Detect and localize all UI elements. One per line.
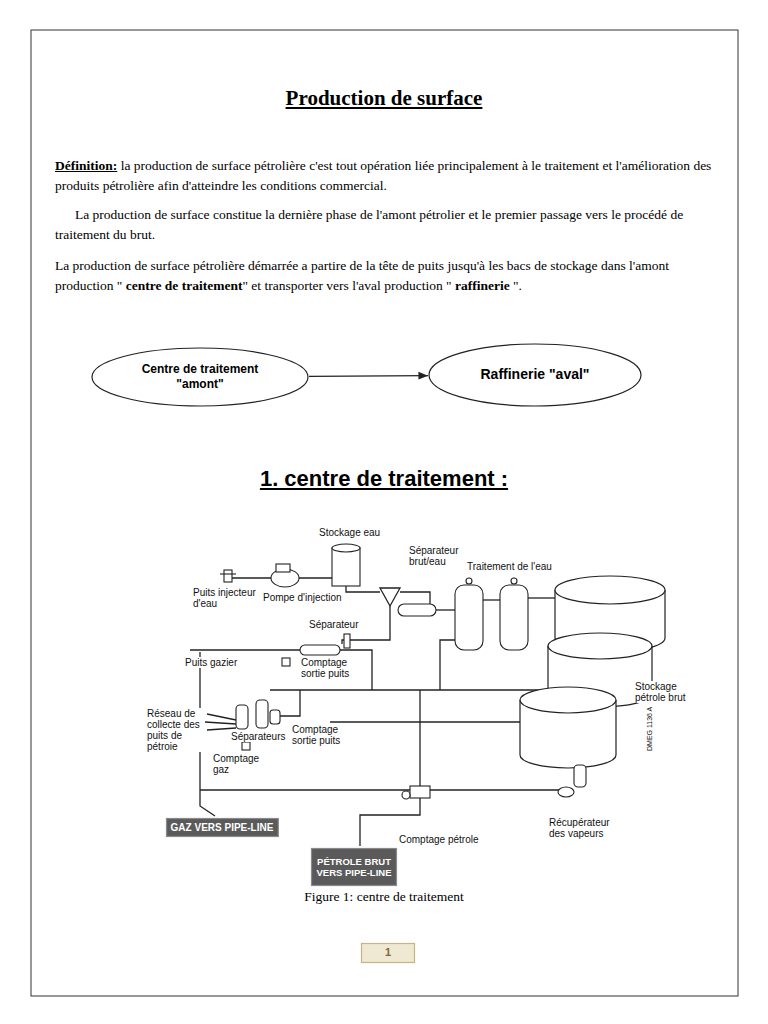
section-heading: 1. centre de traitement : bbox=[0, 466, 768, 492]
body-text: ". bbox=[510, 278, 522, 293]
polyline-shape bbox=[207, 728, 236, 730]
ellipse-shape bbox=[558, 787, 574, 797]
rect-shape bbox=[410, 786, 430, 798]
polyline-shape bbox=[207, 714, 236, 720]
rect-shape bbox=[312, 849, 397, 886]
rect-shape bbox=[270, 710, 280, 724]
ellipse-shape bbox=[429, 344, 641, 406]
circle-shape bbox=[402, 791, 410, 799]
rect-shape bbox=[455, 585, 483, 650]
polyline-shape bbox=[190, 649, 300, 650]
polyline-shape bbox=[200, 789, 560, 790]
storage-tanks bbox=[520, 576, 665, 768]
polyline-shape bbox=[419, 690, 420, 790]
polyline-shape bbox=[299, 577, 332, 578]
node-label: 1 bbox=[385, 946, 391, 959]
line-shape bbox=[220, 573, 236, 574]
rect-shape bbox=[500, 585, 528, 650]
figure-label: Séparateur brut/eau bbox=[408, 545, 470, 567]
polyline-shape bbox=[205, 722, 236, 724]
metering-units bbox=[402, 765, 586, 799]
bold-term: raffinerie bbox=[455, 278, 510, 293]
body-text: " et transporter vers l'aval production … bbox=[242, 278, 455, 293]
figure-label: Puits injecteur d'eau bbox=[192, 587, 258, 609]
figure-label: Stockage pétrole brut bbox=[634, 681, 698, 703]
rect-shape bbox=[256, 700, 268, 728]
node-label: Raffinerie "aval" bbox=[481, 366, 590, 384]
polyline-shape bbox=[330, 721, 520, 722]
rect-shape bbox=[282, 658, 290, 666]
ellipse-shape bbox=[520, 687, 616, 713]
figure-caption: Figure 1: centre de traitement bbox=[0, 889, 768, 905]
paragraph: La production de surface constitue la de… bbox=[55, 205, 715, 244]
polygon-shape bbox=[380, 588, 400, 606]
polyline-shape bbox=[346, 586, 380, 592]
rect-shape bbox=[236, 705, 248, 729]
rect-shape bbox=[344, 634, 350, 648]
figure-label: Récupérateur des vapeurs bbox=[548, 817, 624, 839]
figure-label: Stockage eau bbox=[318, 527, 381, 538]
circle-shape bbox=[466, 578, 472, 584]
polyline-shape bbox=[436, 609, 455, 610]
injection-equipment bbox=[220, 544, 360, 587]
figure-label: Comptage sortie puits bbox=[300, 657, 356, 679]
rect-shape bbox=[362, 944, 415, 963]
figure-label: Traitement de l'eau bbox=[466, 561, 553, 572]
polyline-shape bbox=[200, 790, 215, 816]
figure-label: Pompe d'injection bbox=[262, 592, 343, 603]
figure-label: DMEG 1136 A bbox=[646, 706, 654, 752]
page-number-box: 1 bbox=[361, 943, 415, 963]
ellipse-shape bbox=[555, 576, 665, 604]
circle-shape bbox=[511, 578, 517, 584]
rect-shape bbox=[300, 645, 340, 655]
pipeline-box: GAZ VERS PIPE-LINE bbox=[166, 818, 279, 837]
rect-shape bbox=[276, 564, 290, 572]
node-label: PÉTROLE BRUT VERS PIPE-LINE bbox=[315, 856, 393, 879]
ellipse-shape bbox=[92, 348, 308, 406]
pipeline-box: PÉTROLE BRUT VERS PIPE-LINE bbox=[311, 848, 397, 886]
ellipse-shape bbox=[332, 544, 360, 552]
figure-label: Séparateurs bbox=[230, 731, 286, 742]
polyline-shape bbox=[440, 640, 455, 690]
figure-label: Comptage pétrole bbox=[398, 834, 480, 845]
rect-shape bbox=[332, 548, 360, 586]
ellipse-node: Centre de traitement "amont" bbox=[91, 347, 309, 407]
flow-arrow bbox=[309, 375, 428, 377]
polyline-shape bbox=[280, 690, 300, 716]
node-text-group: Raffinerie "aval" bbox=[481, 366, 590, 384]
paragraph: La production de surface pétrolière déma… bbox=[55, 256, 717, 295]
polyline-shape bbox=[270, 689, 548, 690]
page-border bbox=[31, 30, 738, 996]
node-text-group: PÉTROLE BRUT VERS PIPE-LINE bbox=[315, 856, 393, 879]
ellipse-shape bbox=[548, 633, 652, 659]
figure-label: Puits gazier bbox=[184, 657, 238, 668]
node-label: GAZ VERS PIPE-LINE bbox=[171, 822, 274, 834]
figure-label: Réseau de collecte des puits de pétroie bbox=[146, 708, 202, 752]
paragraph: Définition: la production de surface pét… bbox=[55, 156, 715, 195]
body-text: la production de surface pétrolière c'es… bbox=[55, 158, 711, 193]
figure-label: Comptage gaz bbox=[212, 753, 258, 775]
figure-label: Séparateur bbox=[308, 619, 359, 630]
polyline-shape bbox=[232, 577, 271, 578]
node-text-group: GAZ VERS PIPE-LINE bbox=[171, 822, 274, 834]
polyline-shape bbox=[400, 592, 430, 604]
node-label: Centre de traitement "amont" bbox=[131, 362, 269, 392]
rect-shape bbox=[166, 819, 278, 837]
bold-term: Définition: bbox=[55, 158, 117, 173]
rect-shape bbox=[242, 742, 250, 750]
page-title: Production de surface bbox=[0, 86, 768, 111]
ellipse-node: Raffinerie "aval" bbox=[428, 343, 642, 407]
bold-term: centre de traitement bbox=[126, 278, 243, 293]
figure-label: Comptage sortie puits bbox=[291, 724, 347, 746]
polyline-shape bbox=[483, 599, 500, 600]
node-text-group: 1 bbox=[385, 946, 391, 959]
rect-shape bbox=[398, 604, 436, 616]
body-text: La production de surface constitue la de… bbox=[55, 207, 683, 242]
node-text-group: Centre de traitement "amont" bbox=[131, 362, 269, 392]
rect-shape bbox=[224, 570, 232, 582]
rect-shape bbox=[574, 765, 586, 787]
separator-vessels bbox=[236, 578, 528, 750]
